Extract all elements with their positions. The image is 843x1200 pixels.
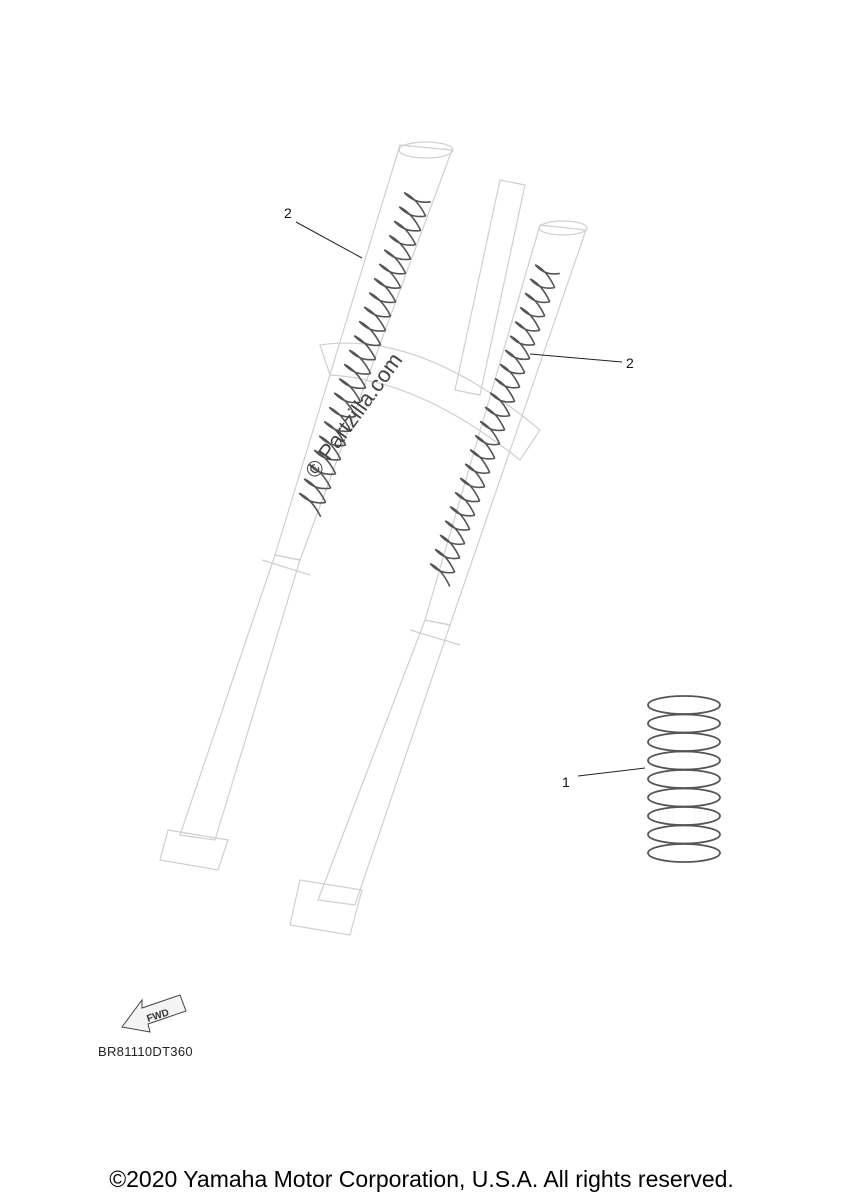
spring-coil	[449, 505, 475, 530]
right-fork-spring	[429, 264, 560, 587]
spring-coil	[519, 306, 545, 331]
spring-coil	[464, 463, 490, 488]
leader-line-2-right	[529, 353, 623, 363]
spring-coil	[313, 449, 341, 475]
spring-coil	[459, 477, 485, 502]
spring-coil	[398, 206, 426, 231]
spring-coil	[343, 363, 371, 389]
leader-line-1	[577, 767, 646, 777]
right-fork-tube	[289, 220, 588, 936]
callout-1: 1	[562, 774, 570, 790]
spring-coil	[378, 263, 406, 289]
spring-coil	[338, 377, 366, 403]
spring-coil	[363, 306, 391, 331]
spring-coil	[647, 824, 721, 845]
spring-coil	[303, 478, 331, 503]
spring-coil	[647, 787, 721, 808]
spring-coil	[469, 449, 495, 473]
spring-coil	[333, 392, 361, 417]
spring-coil	[494, 377, 520, 402]
spring-coil	[429, 562, 455, 587]
callout-2-left: 2	[284, 205, 292, 221]
spring-coil	[308, 463, 336, 489]
spring-coil	[647, 843, 721, 863]
fwd-arrow-icon: FWD	[121, 994, 187, 1033]
diagram-code: BR81110DT360	[98, 1044, 193, 1059]
spring-coil	[323, 420, 351, 446]
spring-coil	[529, 278, 555, 303]
spring-coil	[388, 234, 416, 260]
spring-coil	[373, 277, 401, 303]
spring-coil	[368, 292, 396, 317]
left-fork-spring	[298, 191, 431, 518]
spring-coil	[328, 406, 356, 432]
spring-coil	[647, 750, 721, 771]
spring-coil	[484, 406, 510, 431]
spring-coil	[393, 220, 421, 246]
spring-coil	[647, 713, 721, 734]
spring-coil	[353, 335, 381, 360]
spring-coil	[504, 349, 530, 374]
leader-line-2-left	[295, 221, 363, 259]
spring-coil	[348, 349, 376, 374]
spring-coil	[444, 520, 470, 545]
spring-coil	[647, 732, 721, 752]
spring-coil	[439, 534, 465, 559]
spring-coil	[434, 548, 460, 573]
spring-coil	[454, 491, 480, 516]
spring-coil	[318, 435, 346, 460]
spring-coil	[298, 492, 326, 518]
spring-coil	[479, 420, 505, 445]
copyright-notice: ©2020 Yamaha Motor Corporation, U.S.A. A…	[109, 1166, 734, 1192]
steering-stem	[319, 179, 541, 461]
spring-coil	[499, 363, 525, 388]
spring-coil	[489, 392, 515, 417]
spring-part-1	[647, 695, 721, 863]
spring-coil	[647, 806, 721, 826]
spring-coil	[474, 434, 500, 459]
spring-coil	[509, 335, 535, 360]
spring-coil	[383, 249, 411, 274]
callout-2-right: 2	[626, 355, 634, 371]
left-fork-tube	[159, 141, 454, 871]
spring-coil	[403, 191, 431, 217]
spring-coil	[647, 695, 721, 715]
spring-coil	[647, 769, 721, 789]
spring-coil	[524, 292, 550, 317]
spring-coil	[514, 320, 540, 345]
spring-coil	[358, 320, 386, 346]
spring-coil	[534, 264, 560, 288]
